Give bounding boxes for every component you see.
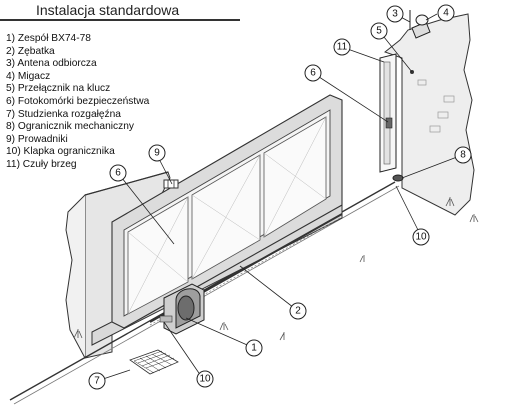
svg-text:6: 6 bbox=[310, 68, 316, 79]
svg-text:6: 6 bbox=[115, 168, 121, 179]
top-guide bbox=[163, 179, 179, 189]
mechanical-stop bbox=[392, 174, 404, 182]
legend-item-7: 7) Studzienka rozgałęźna bbox=[6, 108, 121, 120]
sliding-gate bbox=[91, 94, 343, 346]
callouts: 1 2 3 4 5 6 6 7 8 9 10 10 11 bbox=[88, 4, 472, 390]
callout-2: 2 bbox=[289, 302, 307, 320]
callout-10b: 10 bbox=[196, 370, 214, 388]
callout-6a: 6 bbox=[304, 64, 322, 82]
photocell-right bbox=[385, 117, 393, 129]
junction-box bbox=[129, 349, 179, 375]
grass-tufts bbox=[73, 197, 479, 341]
callout-8: 8 bbox=[454, 146, 472, 164]
svg-text:7: 7 bbox=[94, 376, 100, 387]
legend-item-6: 6) Fotokomórki bezpieczeństwa bbox=[6, 95, 150, 107]
svg-text:9: 9 bbox=[154, 148, 160, 159]
legend-item-5: 5) Przełącznik na klucz bbox=[6, 83, 111, 95]
svg-text:5: 5 bbox=[376, 26, 382, 37]
svg-text:1: 1 bbox=[251, 343, 257, 354]
svg-text:11: 11 bbox=[337, 42, 348, 53]
legend-item-1: 1) Zespół BX74-78 bbox=[6, 33, 91, 44]
svg-text:10: 10 bbox=[199, 374, 211, 385]
callout-10a: 10 bbox=[412, 228, 430, 246]
svg-text:10: 10 bbox=[415, 232, 427, 243]
callout-1: 1 bbox=[245, 339, 263, 357]
safety-edge-post bbox=[379, 53, 397, 173]
legend-item-3: 3) Antena odbiorcza bbox=[6, 58, 97, 70]
callout-4: 4 bbox=[437, 4, 455, 22]
flashing-light bbox=[409, 10, 431, 39]
callout-9: 9 bbox=[148, 144, 166, 162]
callout-7: 7 bbox=[88, 372, 106, 390]
callout-3: 3 bbox=[386, 5, 404, 23]
right-wall bbox=[383, 13, 475, 216]
leader-lines bbox=[96, 13, 458, 382]
svg-text:3: 3 bbox=[392, 9, 398, 20]
legend-item-2: 2) Zębatka bbox=[6, 45, 55, 57]
svg-text:2: 2 bbox=[295, 306, 301, 317]
svg-text:4: 4 bbox=[443, 8, 449, 19]
component-legend: 1) Zespół BX74-78 2) Zębatka 3) Antena o… bbox=[6, 33, 149, 172]
legend-item-9: 9) Prowadniki bbox=[6, 133, 68, 145]
callout-6b: 6 bbox=[109, 164, 127, 182]
svg-text:8: 8 bbox=[460, 150, 466, 161]
legend-item-11: 11) Czuły brzeg bbox=[6, 158, 77, 170]
legend-item-8: 8) Ogranicznik mechaniczny bbox=[6, 121, 134, 133]
title-underline bbox=[0, 19, 240, 21]
legend-item-4: 4) Migacz bbox=[6, 70, 51, 82]
legend-item-10: 10) Klapka ogranicznika bbox=[6, 146, 115, 158]
callout-5: 5 bbox=[370, 22, 388, 40]
diagram-title: Instalacja standardowa bbox=[36, 2, 180, 18]
callout-11: 11 bbox=[333, 38, 351, 56]
